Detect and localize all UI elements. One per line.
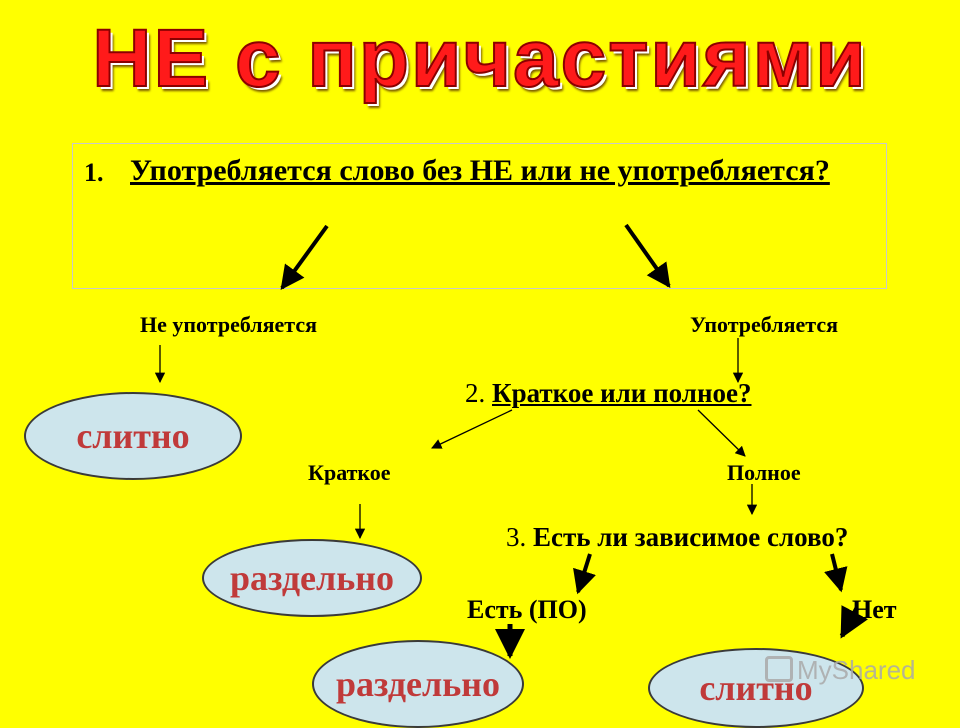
watermark: MyShared: [765, 655, 916, 686]
branch-short-label: Краткое: [308, 460, 391, 485]
question-1-number: 1.: [84, 158, 104, 187]
arrow-q2-to-short: [431, 409, 513, 449]
arrow-q3-to-yes: [573, 553, 596, 595]
watermark-text: MyShared: [797, 655, 916, 685]
arrow-q2-to-full: [697, 409, 746, 457]
branch-not-used-label: Не употребляется: [140, 312, 318, 337]
question-3: 3. Есть ли зависимое слово?: [506, 522, 848, 553]
arrow-q1-to-not-used: [280, 224, 329, 290]
arrow-no-to-slitno: [839, 605, 868, 639]
arrow-q3-to-no: [824, 553, 848, 593]
result-slitno-1: слитно: [24, 392, 242, 480]
branch-yes-label: Есть (ПО): [467, 595, 587, 624]
question-2-text: Краткое или полное?: [492, 378, 752, 408]
branch-no-label: Нет: [852, 595, 897, 624]
result-razdelno-1: раздельно: [202, 539, 422, 617]
slide-title: НЕ с причастиями: [91, 12, 868, 105]
question-1-box: [72, 143, 887, 289]
question-3-number: 3.: [506, 522, 527, 552]
branch-full-label: Полное: [727, 460, 801, 485]
branch-used-label: Употребляется: [690, 312, 839, 337]
arrow-q1-to-used: [624, 223, 671, 288]
question-2: 2. Краткое или полное?: [465, 378, 752, 409]
question-1-text: Употребляется слово без НЕ или не употре…: [130, 154, 830, 187]
question-3-text: Есть ли зависимое слово?: [533, 522, 849, 552]
result-razdelno-2: раздельно: [312, 640, 524, 728]
result-slitno-2: слитно: [648, 648, 864, 728]
watermark-logo-icon: [765, 656, 793, 682]
question-2-number: 2.: [465, 378, 486, 408]
